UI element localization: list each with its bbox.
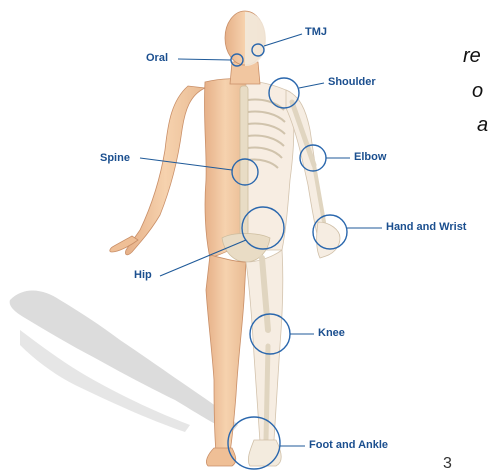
label-spine: Spine bbox=[100, 152, 130, 164]
side-text-line-1: re bbox=[463, 45, 481, 68]
shoulder-line bbox=[299, 83, 324, 88]
label-knee: Knee bbox=[318, 327, 345, 339]
body-shadow bbox=[10, 291, 238, 432]
label-hand-and-wrist: Hand and Wrist bbox=[386, 221, 466, 233]
human-figure bbox=[110, 11, 340, 466]
oral-line bbox=[178, 59, 231, 60]
label-shoulder: Shoulder bbox=[328, 76, 376, 88]
label-elbow: Elbow bbox=[354, 151, 386, 163]
label-foot-and-ankle: Foot and Ankle bbox=[309, 439, 388, 451]
side-text-line-2: o bbox=[472, 80, 483, 103]
label-hip: Hip bbox=[134, 269, 152, 281]
label-tmj: TMJ bbox=[305, 26, 327, 38]
tmj-line bbox=[264, 34, 302, 46]
side-text-line-3: a bbox=[477, 114, 488, 137]
page-number: 3 bbox=[443, 455, 452, 473]
label-oral: Oral bbox=[146, 52, 168, 64]
